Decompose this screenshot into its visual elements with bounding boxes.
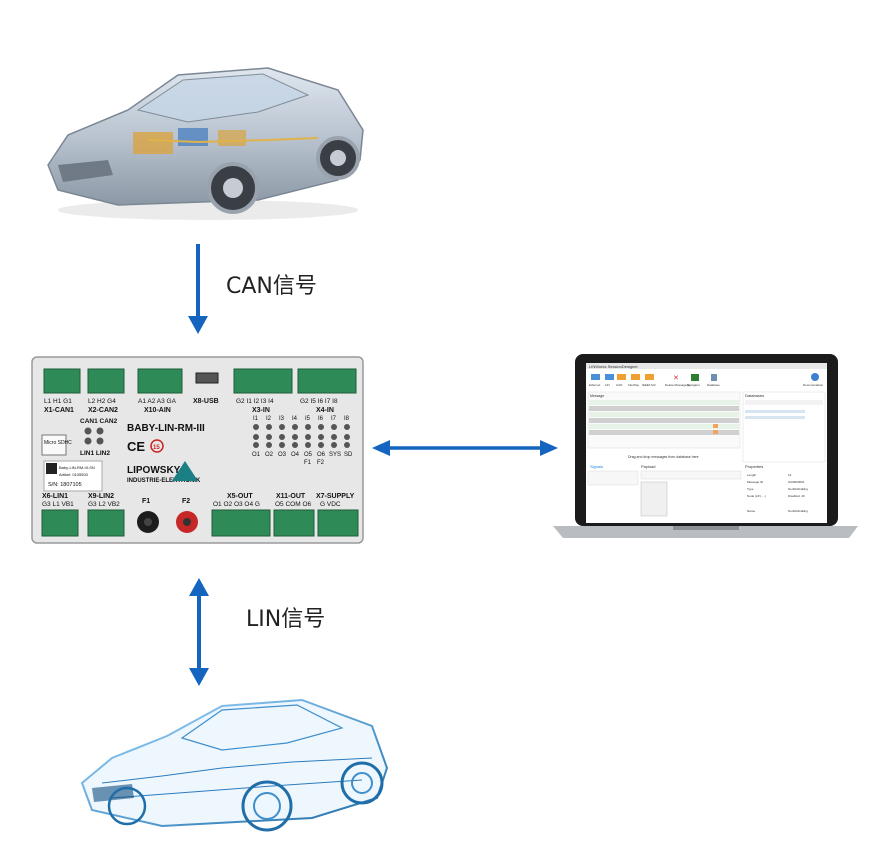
software-window: LINWorks SessionDesigner ✕ Ethernet LIN … <box>586 363 827 517</box>
sn-label: S/N: 1807105 <box>48 482 82 488</box>
can-signal-label: CAN信号 <box>226 274 317 299</box>
x6-pins: G3 L1 VB1 <box>42 501 74 508</box>
svg-text:SD: SD <box>344 452 353 458</box>
x3-label: X3-IN <box>252 407 270 414</box>
svg-text:Ethernet: Ethernet <box>589 383 601 387</box>
f2-label: F2 <box>182 498 190 505</box>
payload-header: Payload <box>641 464 655 469</box>
svg-text:I5: I5 <box>305 416 311 422</box>
x5-pins: O1 O2 O3 O4 G <box>213 501 260 508</box>
svg-text:NonRollCalling: NonRollCalling <box>788 487 808 491</box>
svg-text:CAN: CAN <box>616 383 622 387</box>
top-terminals <box>43 368 357 394</box>
x4-pins: G2 I5 I6 I7 I8 <box>300 398 338 405</box>
drop-hint: Drag and drop messages from database her… <box>628 455 699 459</box>
svg-text:O2: O2 <box>265 452 274 458</box>
lin-signal-arrow <box>189 578 209 686</box>
svg-text:I6: I6 <box>318 416 324 422</box>
engine-parts <box>133 128 319 154</box>
x9-pins: G3 L2 VB2 <box>88 501 120 508</box>
x1-pins: L1 H1 G1 <box>44 398 72 405</box>
svg-text:I2: I2 <box>266 416 272 422</box>
brand-logo <box>172 461 198 481</box>
x4-label: X4-IN <box>316 407 334 414</box>
bottom-terminals <box>41 509 359 537</box>
svg-text:O5: O5 <box>304 452 313 458</box>
svg-text:LIN: LIN <box>605 383 610 387</box>
svg-text:Length: Length <box>747 473 757 477</box>
x2-label: X2-CAN2 <box>88 407 118 414</box>
usb-link-arrow <box>372 440 558 456</box>
svg-text:SYS: SYS <box>329 452 341 458</box>
svg-text:O1: O1 <box>252 452 261 458</box>
x6-label: X6-LIN1 <box>42 493 68 500</box>
lin-leds-label: LIN1 LIN2 <box>80 450 110 457</box>
lin-signal-label: LIN信号 <box>246 607 326 632</box>
svg-text:0x00000001: 0x00000001 <box>788 480 805 484</box>
x8-label: X8-USB <box>193 398 219 405</box>
svg-text:F1: F1 <box>304 460 312 466</box>
cert-mark: 15 <box>153 445 160 451</box>
x2-pins: L2 H2 G4 <box>88 398 116 405</box>
x11-pins: O5 COM O6 <box>275 501 312 508</box>
svg-text:IEEE1722: IEEE1722 <box>642 383 656 387</box>
signals-header: Signals <box>590 464 603 469</box>
svg-text:Disabled, 40: Disabled, 40 <box>788 494 805 498</box>
x3-pins: G2 I1 I2 I3 I4 <box>236 398 274 405</box>
laptop: LINWorks SessionDesigner ✕ Ethernet LIN … <box>553 352 858 542</box>
databases-header: Databases <box>745 393 764 398</box>
car-wireframe-bottom <box>80 698 389 832</box>
brand-name: LIPOWSKY <box>127 465 181 476</box>
svg-text:O6: O6 <box>317 452 326 458</box>
x10-label: X10-AIN <box>144 407 171 414</box>
properties-table: Length 14 Message ID 0x00000001 Type Non… <box>747 473 808 513</box>
led-row2-labels: O1 O2 O3 O4 O5 O6 SYS SD F1 F2 <box>252 452 353 466</box>
svg-text:I3: I3 <box>279 416 285 422</box>
svg-text:Delete Message(s): Delete Message(s) <box>665 383 690 387</box>
x9-label: X9-LIN2 <box>88 493 114 500</box>
led-grid: I1 I2 I3 I4 I5 I6 I7 I8 <box>253 416 350 422</box>
baby-lin-device: L1 H1 G1 X1-CAN1 L2 H2 G4 X2-CAN2 A1 A2 … <box>30 355 365 545</box>
serial-label: Baby-LIN-RM-III-SN <box>59 465 95 470</box>
message-header: Message <box>590 394 604 398</box>
x7-label: X7-SUPPLY <box>316 493 355 500</box>
svg-text:F2: F2 <box>317 460 325 466</box>
x10-pins: A1 A2 A3 GA <box>138 398 177 405</box>
svg-text:I4: I4 <box>292 416 298 422</box>
svg-text:FlexRay: FlexRay <box>628 383 640 387</box>
svg-text:✕: ✕ <box>673 374 679 382</box>
svg-text:Navigator: Navigator <box>687 383 700 387</box>
sd-card-label: Micro SDHC <box>44 440 72 446</box>
x7-pins: G VDC <box>320 501 341 508</box>
brand-sub: INDUSTRIE-ELEKTRONIK <box>127 478 201 484</box>
svg-text:Database: Database <box>707 383 720 387</box>
svg-text:Name: Name <box>747 509 755 513</box>
article-label: Artikel: 0105503 <box>59 472 89 477</box>
svg-text:NonRollCalling: NonRollCalling <box>788 509 808 513</box>
x11-label: X11-OUT <box>276 493 306 500</box>
x5-label: X5-OUT <box>227 493 253 500</box>
ce-mark: CE <box>127 439 145 454</box>
svg-text:Node (LIN, ...): Node (LIN, ...) <box>747 494 766 498</box>
software-toolbar: ✕ Ethernet LIN CAN FlexRay IEEE1722 Dele… <box>589 373 824 387</box>
svg-text:O4: O4 <box>291 452 300 458</box>
car-illustration-top <box>47 67 364 220</box>
led-row1-labels: I1 <box>253 416 259 422</box>
svg-text:O3: O3 <box>278 452 287 458</box>
device-model: BABY-LIN-RM-III <box>127 423 205 434</box>
svg-text:Documentation: Documentation <box>803 383 824 387</box>
software-title: LINWorks SessionDesigner <box>589 364 639 369</box>
svg-text:I7: I7 <box>331 416 337 422</box>
svg-text:I8: I8 <box>344 416 350 422</box>
properties-header: Properties <box>745 464 763 469</box>
can-signal-arrow <box>188 244 208 334</box>
x1-label: X1-CAN1 <box>44 407 74 414</box>
svg-text:Type: Type <box>747 487 754 491</box>
f1-label: F1 <box>142 498 150 505</box>
svg-text:Message ID: Message ID <box>747 480 764 484</box>
can-leds-label: CAN1 CAN2 <box>80 418 118 425</box>
svg-text:14: 14 <box>788 473 792 477</box>
